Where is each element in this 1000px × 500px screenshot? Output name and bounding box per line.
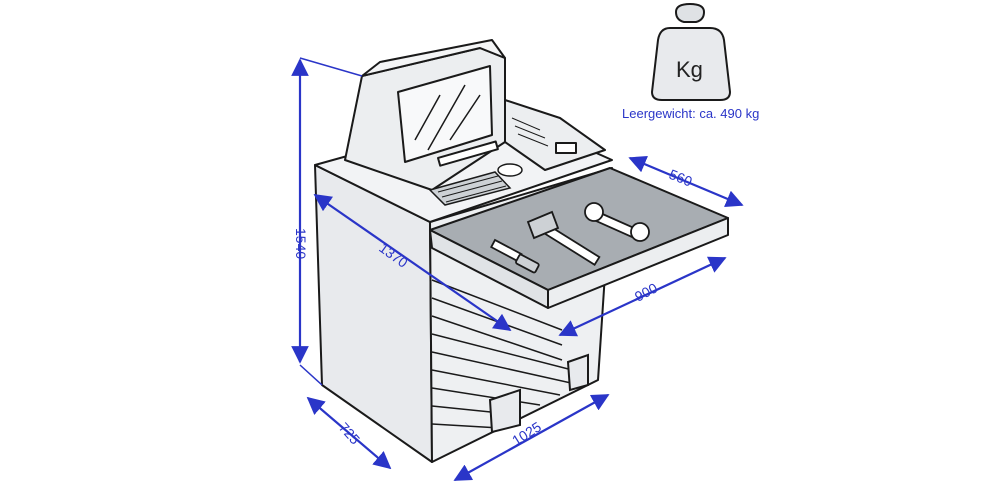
dim-line-drawer-width	[558, 256, 727, 337]
dim-line-width	[453, 394, 610, 481]
weight-caption: Leergewicht: ca. 490 kg	[622, 106, 760, 121]
dimension-lines	[291, 57, 744, 481]
weight-kg-icon	[651, 3, 731, 101]
tool-wrench	[584, 202, 650, 242]
monitor-housing	[344, 39, 506, 191]
weight-icon-label: Kg	[676, 57, 703, 82]
dim-label-drawer-width: 900	[632, 279, 660, 304]
tool-hammer	[526, 210, 601, 266]
dim-line-drawer-depth	[628, 156, 744, 207]
dim-label-height: 1540	[293, 228, 309, 259]
dim-label-depth: 725	[336, 419, 364, 447]
side-shelf	[504, 99, 606, 171]
dim-line-depth	[306, 396, 392, 470]
dim-line-inner-depth	[313, 193, 512, 332]
dim-label-drawer-depth: 560	[667, 166, 695, 190]
